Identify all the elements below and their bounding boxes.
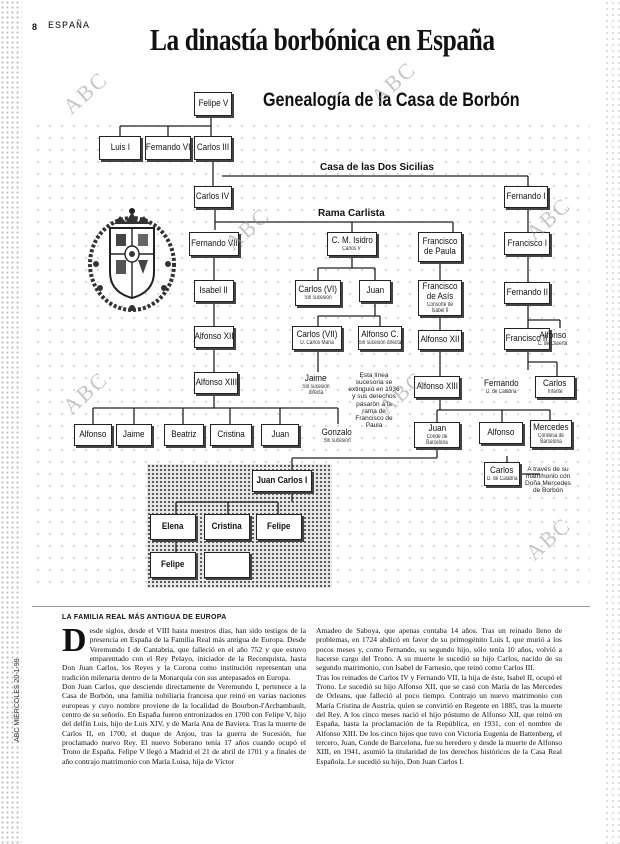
article-col1b-text: Don Juan Carlos, que desciende directame… [62, 682, 306, 766]
person-elena: Elena [150, 514, 196, 540]
article-dropcap: D [62, 627, 87, 655]
article-kicker: LA FAMILIA REAL MÁS ANTIGUA DE EUROPA [62, 614, 227, 621]
person-felipe: Felipe [256, 514, 302, 540]
article-column-2: Amadeo de Saboya, que apenas contaba 14 … [316, 626, 562, 766]
coat-of-arms-icon [86, 206, 178, 314]
person-felipe-2: Felipe [150, 552, 196, 578]
person-felipe-v: Felipe V [194, 92, 232, 116]
note-matrimonio: A través de su matrimonio con Doña Merce… [522, 466, 574, 495]
person-beatriz: Beatriz [164, 424, 204, 446]
branch-carlista: Rama Carlista [315, 208, 388, 219]
person-alfonso-xii-b: Alfonso XII [418, 330, 462, 350]
side-date: ABC MIÉRCOLES 20-1-99 [14, 652, 21, 742]
person-jaime-hijo: Jaime [116, 424, 152, 446]
person-carlos-iv: Carlos IV [194, 186, 232, 208]
person-carlos-iii: Carlos III [194, 136, 232, 160]
person-alfonso-xii: Alfonso XII [194, 326, 234, 348]
empty-box [204, 552, 250, 578]
person-luis-i: Luis I [99, 136, 141, 160]
section-divider [32, 606, 590, 607]
branch-dos-sicilias: Casa de las Dos Sicilias [317, 162, 437, 173]
person-fernando-i: Fernando I [504, 186, 548, 208]
person-carlos-vi: Carlos (VI)Sin sucesión [295, 280, 341, 306]
person-francisco-de-paula: Francisco de Paula [418, 232, 462, 262]
article-col1-text: esde siglos, desde el VIII hasta nuestro… [62, 626, 306, 682]
person-alfonso-hijo: Alfonso [74, 424, 112, 446]
person-juan-hijo: Juan [261, 424, 299, 446]
person-isabel-ii: Isabel II [194, 280, 234, 302]
article-col2-text: Amadeo de Saboya, que apenas contaba 14 … [316, 626, 562, 673]
person-carlos-vii: Carlos (VII)D. Carlos María [292, 326, 342, 350]
person-fernando-ii: Fernando II [504, 282, 550, 304]
person-alfonso-2: Alfonso [479, 422, 523, 444]
person-fernando-vi: Fernando VI [145, 136, 191, 160]
article-col2b-text: Tras los reinados de Carlos IV y Fernand… [316, 673, 562, 766]
person-cristina: Cristina [204, 514, 250, 540]
person-alfonso-c: Alfonso C.Sin sucesión directa [358, 326, 402, 350]
person-alfonso-xiii: Alfonso XIII [194, 372, 238, 394]
person-juan: Juan [359, 280, 391, 302]
person-cristina-hija: Cristina [210, 424, 252, 446]
person-juan-carlos-i: Juan Carlos I [252, 470, 312, 492]
